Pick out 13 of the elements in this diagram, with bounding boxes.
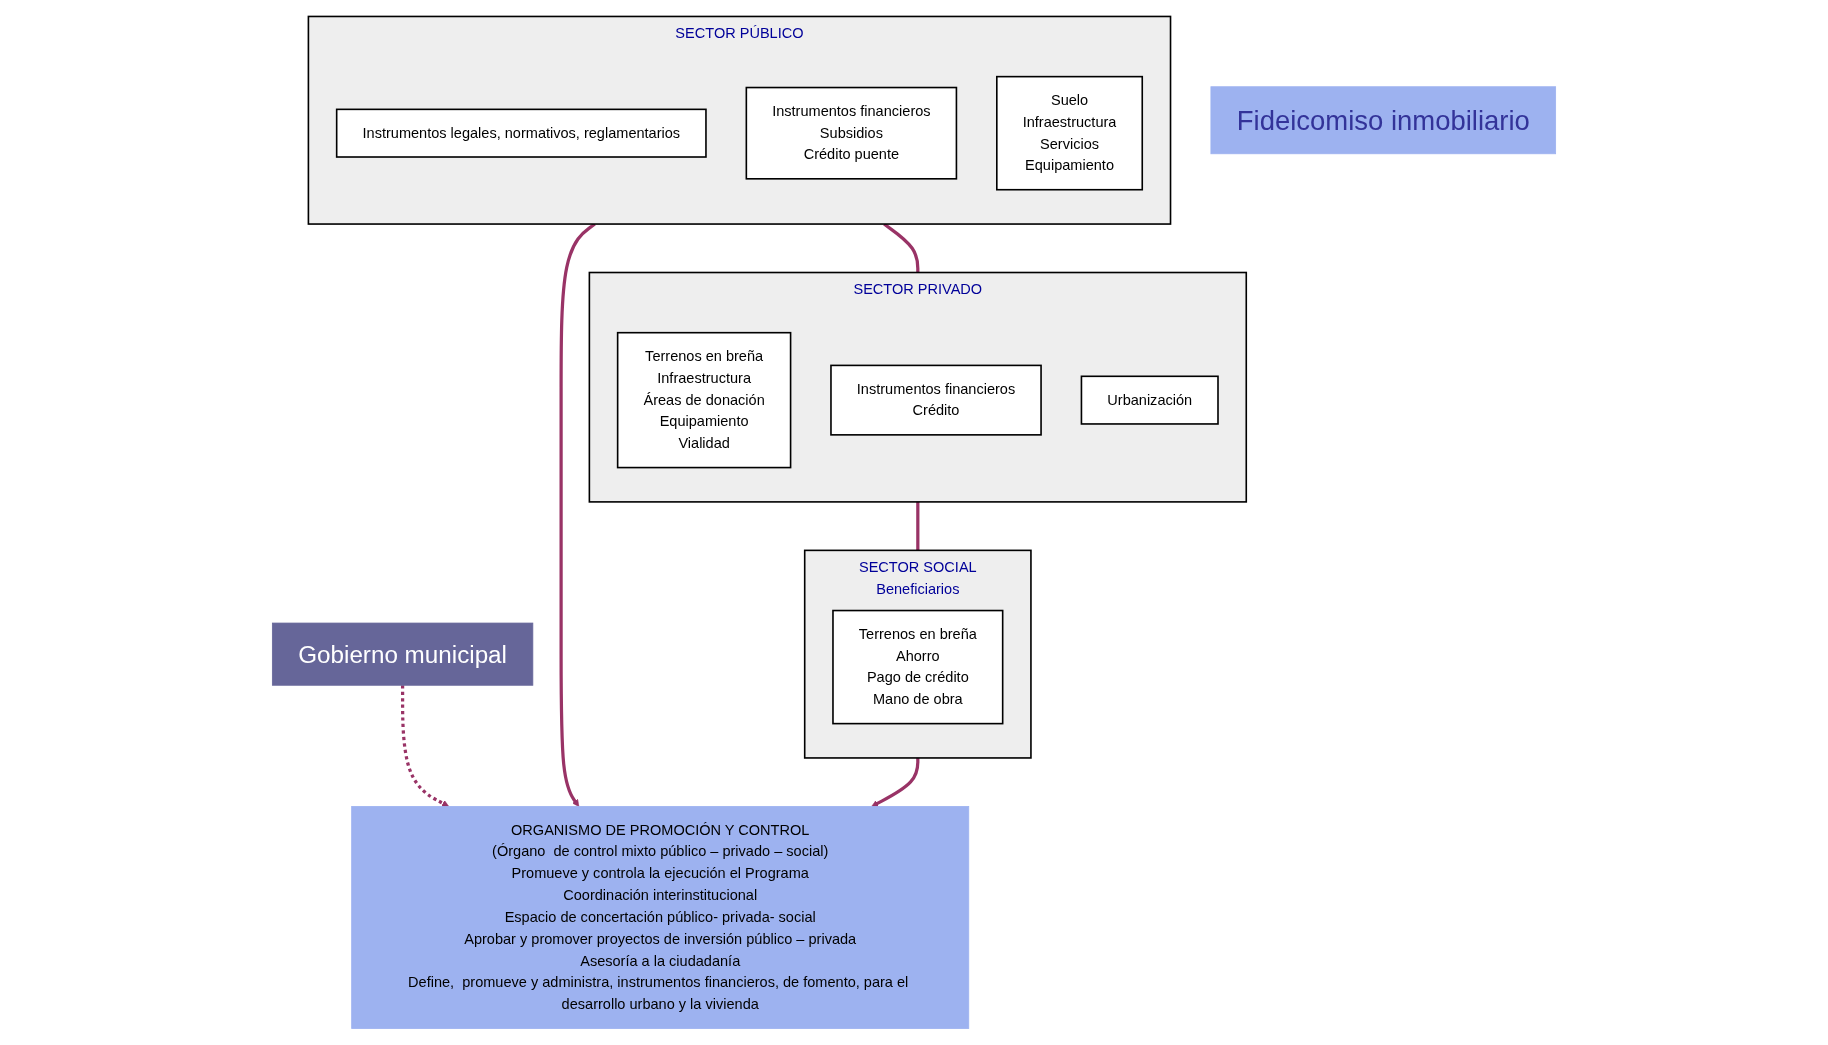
node-box: Fideicomiso inmobiliario [1210, 86, 1557, 155]
node-box: Suelo Infraestructura Servicios Equipamiento [996, 75, 1144, 191]
connector [916, 501, 920, 551]
node-box: Instrumentos legales, normativos, reglamentarios [335, 108, 707, 158]
node-box: Instrumentos financieros Subsidios Crédito puente [745, 86, 958, 180]
node-box: Urbanización [1080, 375, 1219, 425]
node-box: Terrenos en breña Ahorro Pago de crédito Mano de obra [832, 609, 1004, 725]
node-box: Instrumentos financieros Crédito [830, 364, 1042, 436]
node-box: ORGANISMO DE PROMOCIÓN Y CONTROL (Órgano de control mixto público – privado – social) Promueve y controla la ejecución el Programa Coordinación interinstitucional Espacio de concertación público- privada- social Aprobar y promover proyectos de inversión público – privada Asesoría a la ciudadanía Define, promueve y administra, instrumentos financieros, de fomento, para el desarrollo urbano y la vivienda [351, 806, 970, 1029]
arrow [401, 685, 450, 807]
node-box: Terrenos en breña Infraestructura Áreas de donación Equipamiento Vialidad [616, 331, 792, 469]
arrow [871, 757, 920, 807]
node-box: Gobierno municipal [271, 622, 534, 686]
